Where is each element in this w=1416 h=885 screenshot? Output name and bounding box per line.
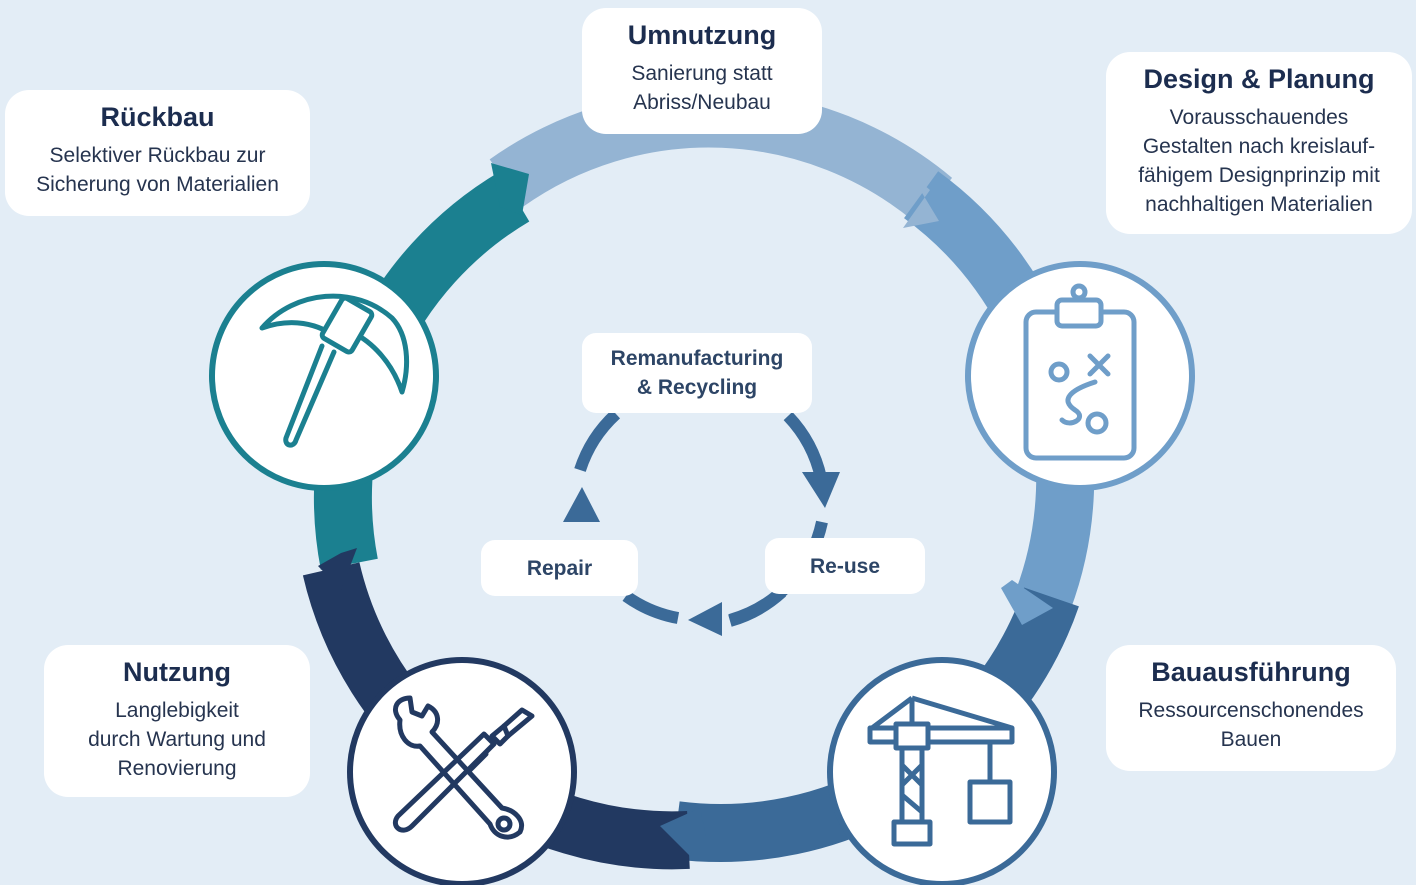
- icon-circle-rueckbau: [209, 261, 439, 491]
- ring-arrowhead-umnutzung: [903, 173, 939, 228]
- ring-arrowhead-nutzung: [318, 548, 357, 590]
- clipboard-plan-icon: [1023, 283, 1137, 461]
- crane-icon: [867, 695, 1015, 847]
- stage-description: Vorausschauendes Gestalten nach kreislau…: [1138, 106, 1380, 216]
- ring-arrowhead-rueckbau: [491, 163, 529, 215]
- ring-arrowhead-design: [1001, 580, 1053, 625]
- stage-title: Design & Planung: [1143, 64, 1375, 94]
- stage-card-rueckbau: Rückbau Selektiver Rückbau zur Sicherung…: [5, 90, 310, 216]
- stage-card-nutzung: Nutzung Langlebigkeit durch Wartung und …: [44, 645, 310, 797]
- inner-arrowhead-right: [802, 472, 840, 508]
- inner-arc-left: [574, 409, 621, 472]
- icon-circle-nutzung: [347, 657, 577, 885]
- pickaxe-icon: [259, 293, 410, 448]
- inner-label-repair: Repair: [481, 540, 638, 596]
- stage-description: Sanierung statt Abriss/Neubau: [631, 62, 773, 114]
- stage-card-bau: Bauausführung Ressourcenschonendes Bauen: [1106, 645, 1396, 771]
- stage-card-umnutzung: Umnutzung Sanierung statt Abriss/Neubau: [582, 8, 822, 134]
- inner-cycle: [563, 409, 840, 636]
- inner-arc-bottom-dots: [728, 587, 787, 627]
- wrench-screwdriver-icon: [392, 695, 535, 840]
- inner-label-reuse: Re-use: [765, 538, 925, 594]
- stage-title: Umnutzung: [627, 20, 777, 50]
- stage-description: Selektiver Rückbau zur Sicherung von Mat…: [36, 144, 279, 196]
- stage-title: Nutzung: [123, 657, 231, 687]
- icon-circle-design: [965, 261, 1195, 491]
- stage-title: Rückbau: [100, 102, 215, 132]
- ring-arrowhead-bau: [660, 808, 706, 856]
- inner-arc-right: [783, 411, 827, 480]
- inner-arrowhead-left: [563, 487, 600, 522]
- inner-arc-left-lower: [622, 591, 680, 624]
- stage-description: Langlebigkeit durch Wartung und Renovier…: [88, 699, 266, 780]
- inner-arrowhead-bottom: [688, 602, 722, 636]
- stage-title: Bauausführung: [1151, 657, 1351, 687]
- stage-description: Ressourcenschonendes Bauen: [1138, 699, 1364, 751]
- stage-card-design: Design & Planung Vorausschauendes Gestal…: [1106, 52, 1412, 234]
- inner-label-remanufacturing: Remanufacturing & Recycling: [582, 333, 812, 413]
- icon-circle-bau: [827, 657, 1057, 885]
